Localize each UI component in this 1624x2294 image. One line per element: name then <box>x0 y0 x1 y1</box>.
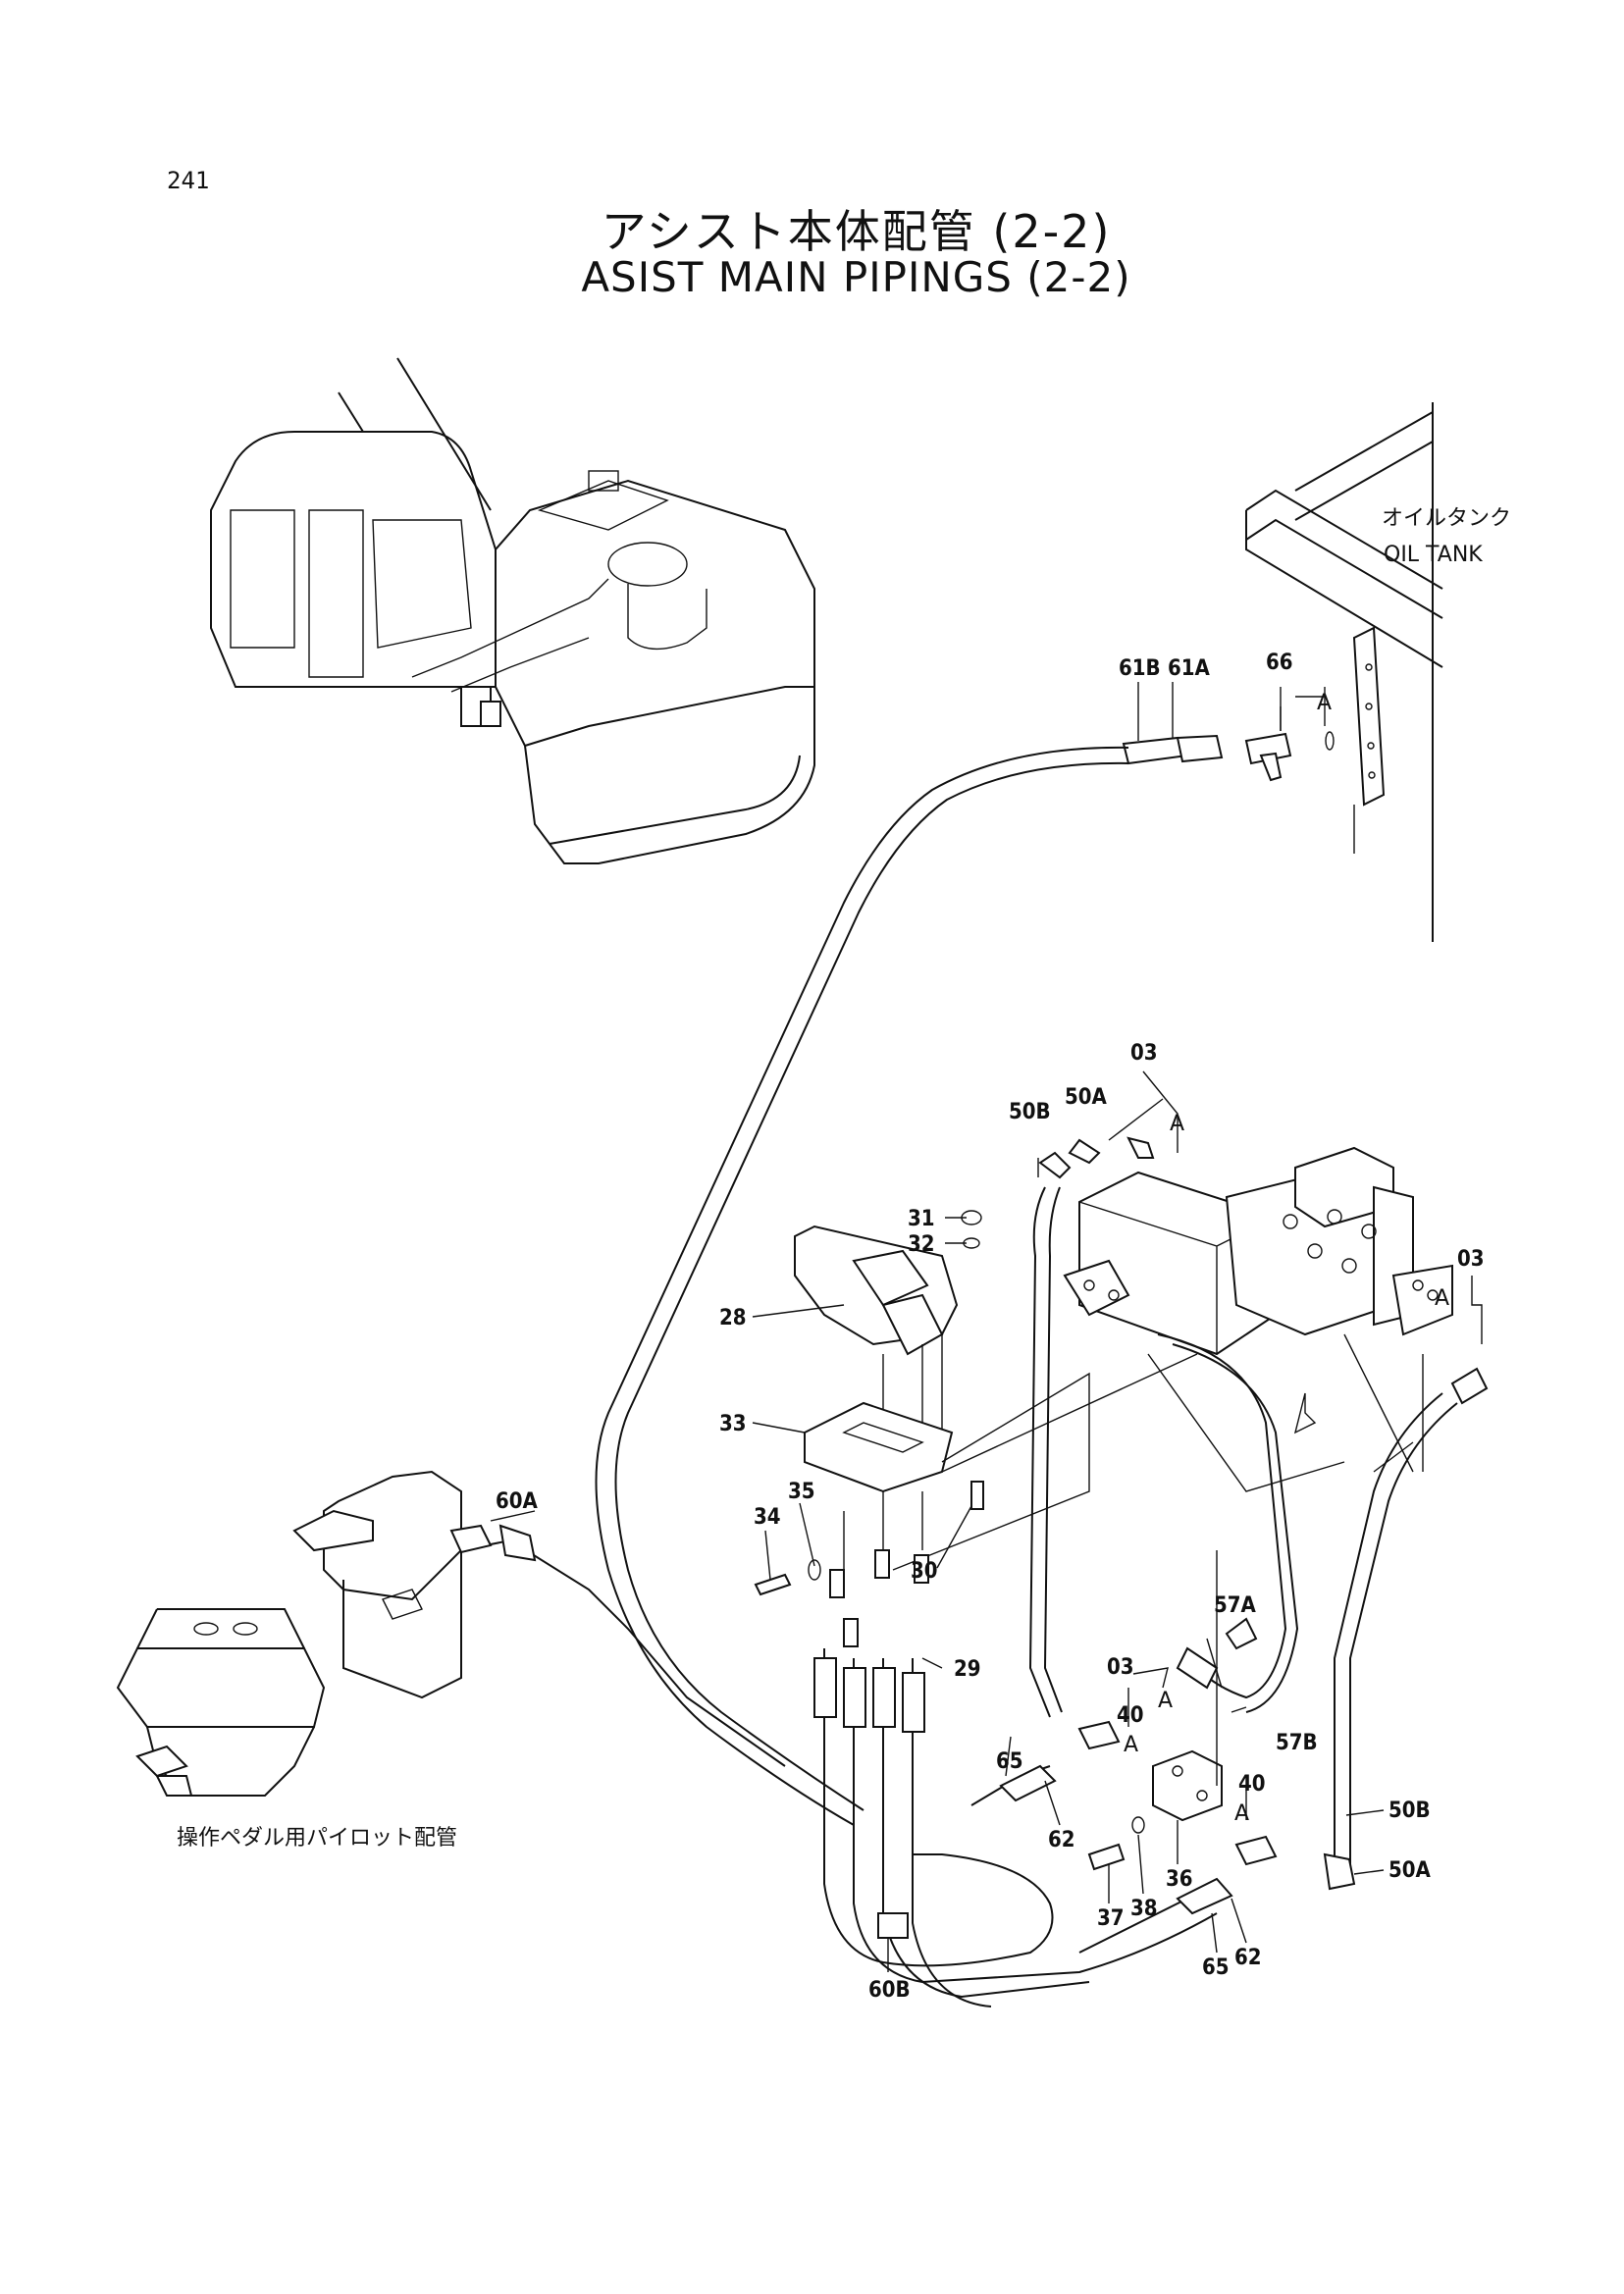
callout-50A-top: 50A <box>1065 1085 1108 1110</box>
callout-A-right: A <box>1435 1286 1449 1311</box>
fitting-block-36 <box>1077 1550 1278 1871</box>
callout-A-tank: A <box>1317 691 1332 715</box>
callout-38: 38 <box>1130 1897 1158 1921</box>
oil-tank-label-jp: オイルタンク <box>1382 506 1511 531</box>
callout-60A: 60A <box>496 1489 539 1514</box>
long-pipe <box>595 746 1129 1826</box>
bolts-and-washers <box>754 1210 984 1596</box>
callout-35: 35 <box>788 1480 815 1504</box>
pipes-62-65 <box>970 1764 1233 1954</box>
pedal-pilot-label: 操作ペダル用パイロット配管 <box>177 1826 457 1851</box>
control-valve-assembly <box>1063 1146 1453 1492</box>
callout-40-left: 40 <box>1117 1703 1144 1728</box>
callout-30: 30 <box>911 1559 938 1584</box>
callout-32: 32 <box>908 1232 935 1257</box>
solenoid-valve-assembly <box>794 1225 1198 1647</box>
callout-66: 66 <box>1266 651 1293 675</box>
callout-28: 28 <box>719 1306 747 1330</box>
page-title-english: ASIST MAIN PIPINGS (2-2) <box>581 253 1131 301</box>
callout-62-lower: 62 <box>1234 1946 1262 1970</box>
callout-57A: 57A <box>1214 1593 1257 1618</box>
callout-03-right: 03 <box>1457 1247 1485 1272</box>
callout-50A-bottom: 50A <box>1388 1858 1432 1883</box>
callout-31: 31 <box>908 1207 935 1231</box>
page-number: 241 <box>167 167 210 194</box>
oil-tank-illustration: オイルタンク OIL TANK <box>1245 402 1511 942</box>
pedal-valve-illustration: 操作ペダル用パイロット配管 <box>116 1470 786 1851</box>
callout-A-top: A <box>1170 1112 1184 1136</box>
callout-61B: 61B <box>1119 656 1161 681</box>
callout-36: 36 <box>1166 1867 1193 1892</box>
callout-65-lower: 65 <box>1202 1955 1230 1980</box>
callout-57B: 57B <box>1276 1731 1318 1755</box>
excavator-overview-illustration <box>210 357 815 864</box>
callout-A-40-left: A <box>1124 1733 1138 1757</box>
callout-A-40-right: A <box>1234 1801 1249 1826</box>
callout-03-top: 03 <box>1130 1041 1158 1066</box>
callout-60B: 60B <box>868 1978 911 2003</box>
leader-lines <box>490 682 1483 1972</box>
callout-A-mid: A <box>1158 1689 1173 1713</box>
oil-tank-label-en: OIL TANK <box>1384 543 1483 567</box>
callout-labels: 61B 61A 66 A 03 A 50A 50B 03 A 31 32 28 … <box>496 651 1485 2003</box>
callout-40-right: 40 <box>1238 1772 1266 1797</box>
callout-29: 29 <box>954 1657 981 1682</box>
page-title-japanese: アシスト本体配管 (2-2) <box>601 205 1112 258</box>
callout-50B-top: 50B <box>1009 1100 1051 1124</box>
right-hoses <box>1028 1136 1489 1891</box>
tank-fittings <box>1122 687 1335 782</box>
callout-33: 33 <box>719 1412 747 1436</box>
pilot-hose-bundle <box>813 1648 1218 2007</box>
callout-65-upper: 65 <box>996 1749 1023 1774</box>
callout-61A: 61A <box>1168 656 1211 681</box>
callout-37: 37 <box>1097 1906 1125 1931</box>
callout-03-mid: 03 <box>1107 1655 1134 1680</box>
callout-50B-bottom: 50B <box>1388 1799 1431 1823</box>
callout-34: 34 <box>754 1505 781 1530</box>
callout-62-upper: 62 <box>1048 1828 1075 1852</box>
